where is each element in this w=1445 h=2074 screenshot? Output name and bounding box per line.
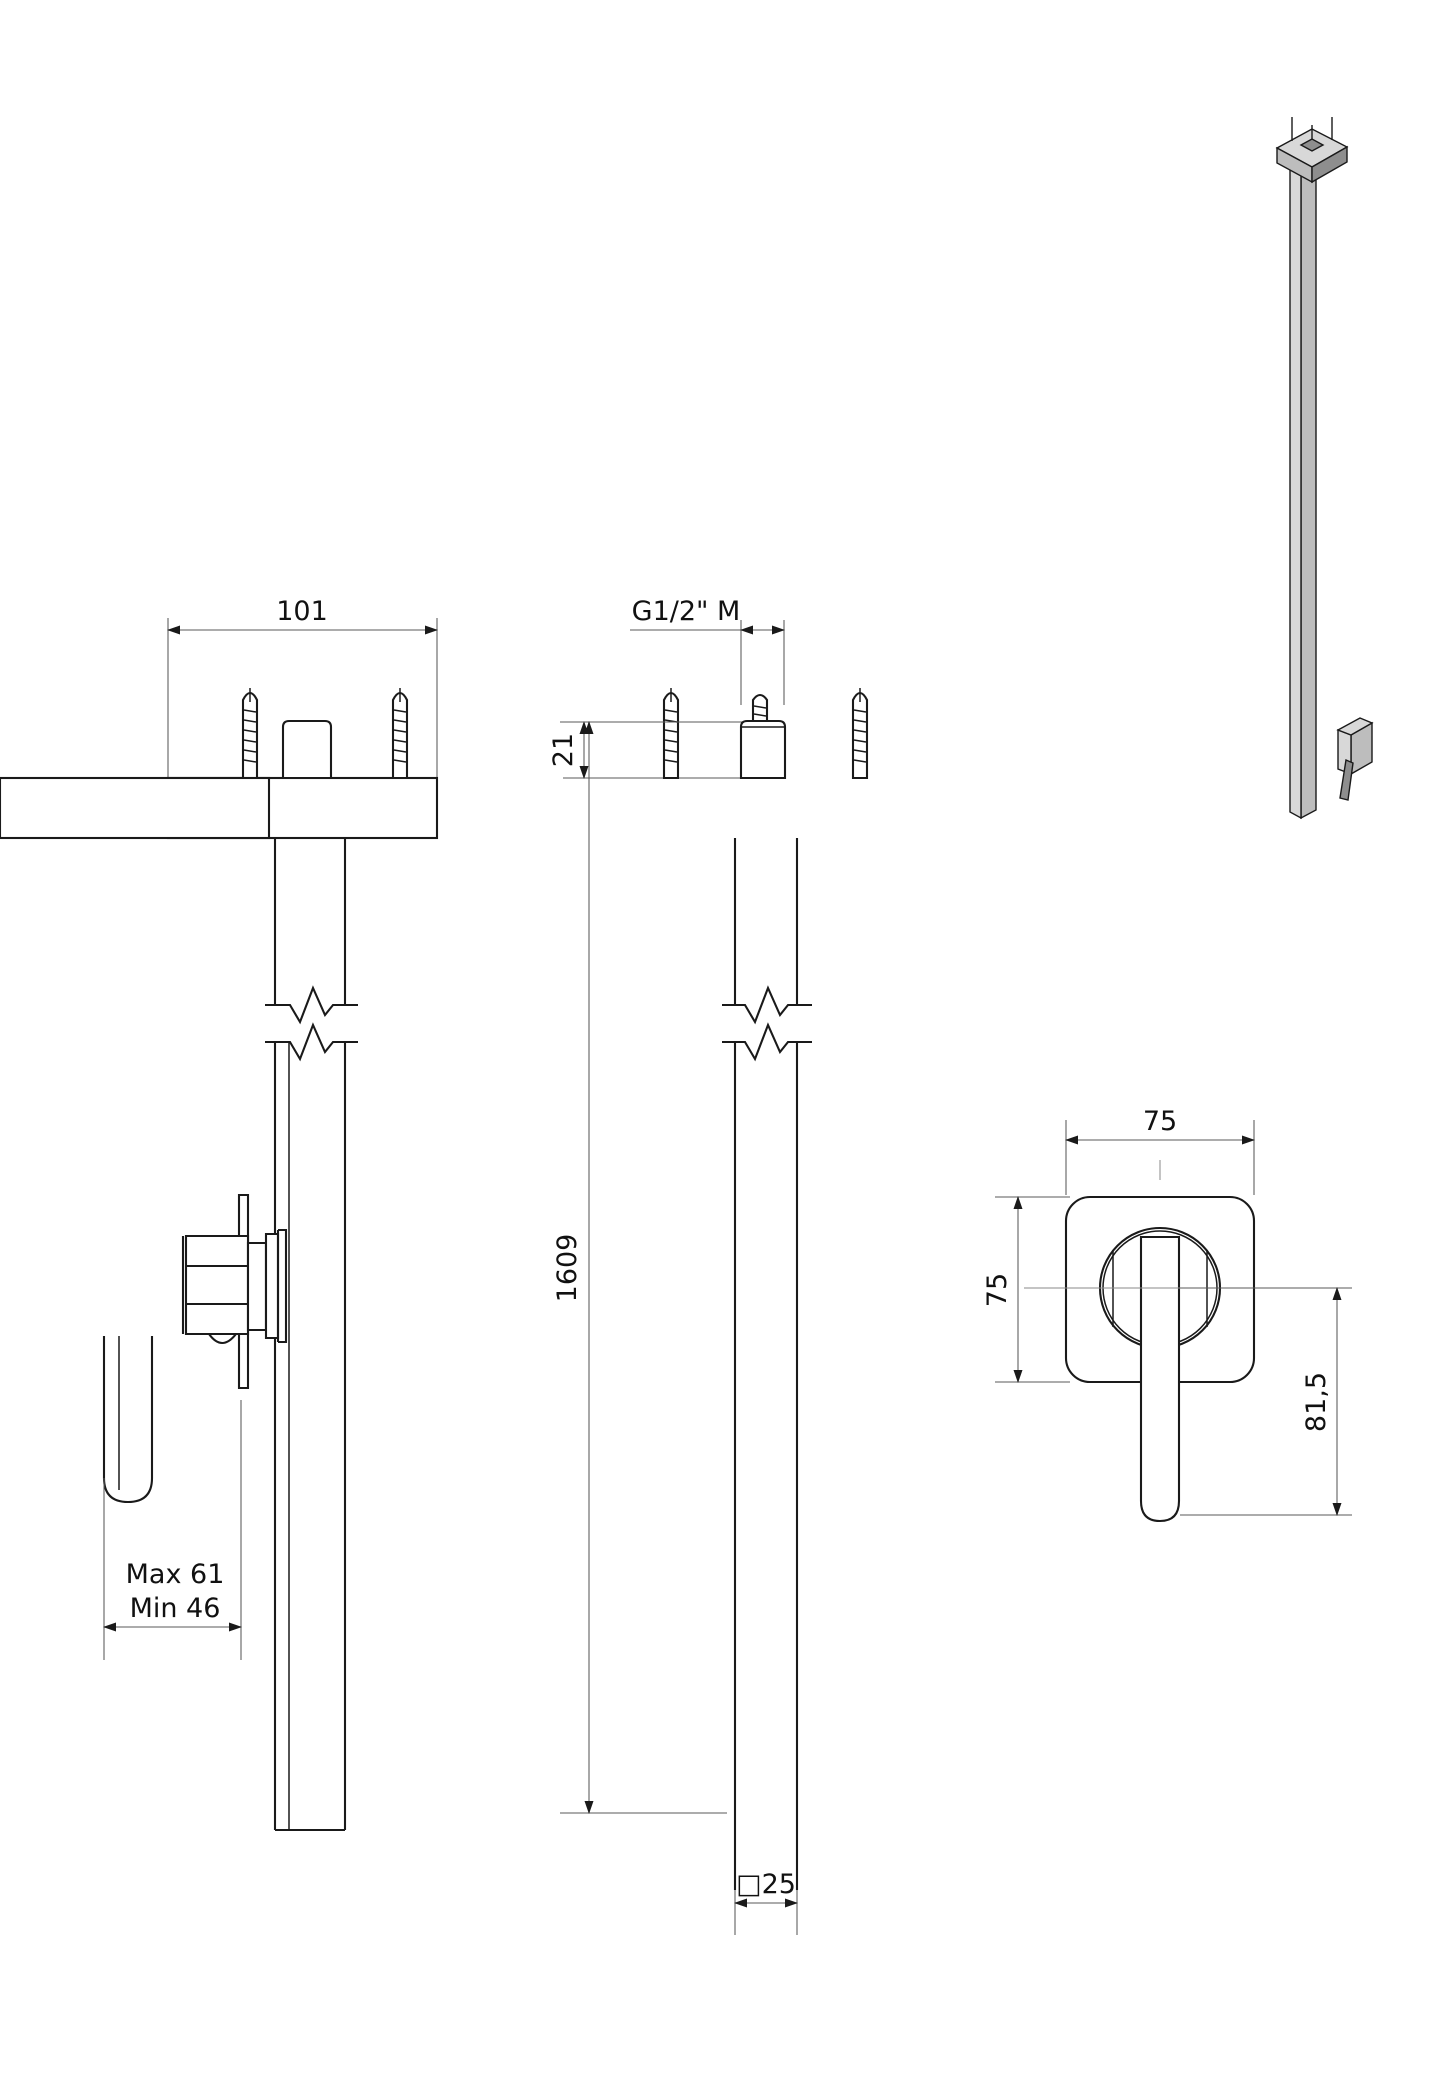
front-top-plate [0, 776, 271, 840]
dim-815-group: 81,5 [1180, 1287, 1352, 1516]
iso-mixer-lever [1339, 759, 1354, 801]
side-mixer-flange [264, 1232, 280, 1340]
front-view-group: G1/2" M 21 [0, 596, 869, 1935]
front-break-symbol [722, 985, 812, 1062]
front-anchor-right-group [851, 688, 869, 780]
dim-maxmin-group: Max 61 Min 46 [103, 1400, 242, 1660]
side-break-upper [265, 985, 358, 1025]
dim-101-group: 101 [167, 596, 438, 800]
dim-1609-group: 1609 [552, 721, 727, 1814]
dim-g12m-text: G1/2" M [632, 596, 741, 627]
side-anchor-left [241, 691, 259, 780]
dim-75h-group: 75 [1065, 1106, 1255, 1195]
dim-1609-text: 1609 [552, 1234, 583, 1303]
front-anchor-left [662, 691, 680, 780]
side-lever-pivot-bulge [208, 1333, 237, 1345]
dim-21-text: 21 [548, 733, 579, 767]
detail-view-group: 75 75 81,5 [982, 1106, 1352, 1523]
side-anchor-left-ribs [243, 709, 257, 763]
iso-riser-left-face [1289, 160, 1302, 820]
front-anchor-right-ribs [853, 709, 867, 763]
side-mixer-neck [278, 1228, 288, 1344]
side-anchor-right-group [391, 688, 409, 780]
side-break-lower [265, 1022, 358, 1062]
dim-sq25-group: □25 [734, 1869, 798, 1935]
front-anchor-left-ribs [664, 709, 678, 763]
front-outlet-nipple-threads [753, 705, 767, 717]
dim-101-text: 101 [276, 596, 328, 627]
dim-sq25-text: □25 [736, 1869, 796, 1900]
dim-815-text: 81,5 [1301, 1372, 1332, 1432]
side-lever-handle [102, 1336, 154, 1504]
side-break-symbol [265, 985, 358, 1062]
front-anchor-left-group [662, 688, 680, 780]
iso-plate-right-face [1311, 145, 1348, 184]
front-break-upper [722, 985, 812, 1025]
side-anchor-right [391, 691, 409, 780]
dim-75v-text: 75 [982, 1273, 1013, 1307]
side-anchor-left-group [241, 688, 259, 780]
side-mixer-cap [184, 1234, 250, 1336]
side-centre-boss [281, 719, 333, 780]
dim-75h-text: 75 [1143, 1106, 1177, 1137]
detail-lever-handle [1139, 1235, 1181, 1523]
dim-g12m-group: G1/2" M [630, 596, 785, 705]
dim-21-group: 21 [548, 721, 760, 779]
dim-min46-text: Min 46 [130, 1593, 221, 1624]
front-centre-boss [739, 719, 787, 780]
dim-75v-group: 75 [982, 1196, 1070, 1383]
iso-center-nipple [1299, 138, 1325, 152]
side-mixer-collar [246, 1241, 268, 1332]
iso-mixer-body-top [1336, 717, 1374, 736]
side-view-group: 101 [102, 596, 439, 1832]
dim-max61-text: Max 61 [126, 1559, 225, 1590]
side-anchor-right-ribs [393, 709, 407, 763]
iso-view-group [1275, 117, 1374, 820]
front-anchor-right [851, 691, 869, 780]
front-break-lower [722, 1022, 812, 1062]
iso-riser-right-face [1300, 158, 1317, 820]
